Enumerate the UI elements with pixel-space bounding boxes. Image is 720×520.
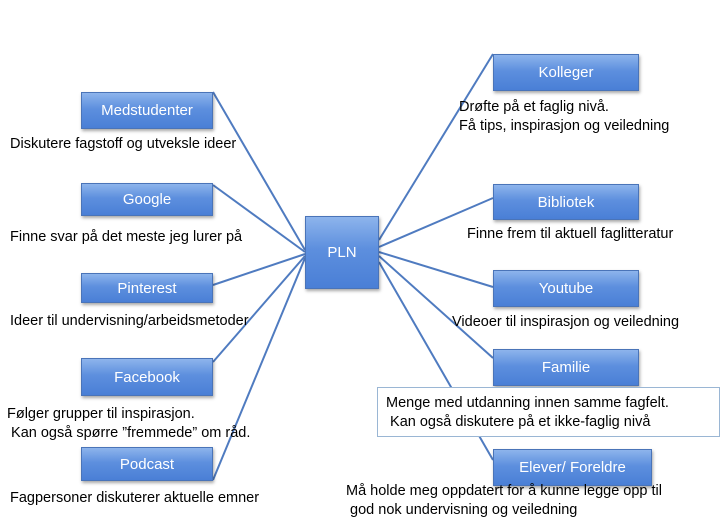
connector-podcast bbox=[212, 257, 306, 481]
description-google: Finne svar på det meste jeg lurer på bbox=[10, 228, 242, 247]
node-label: Google bbox=[122, 191, 172, 208]
description-line: Drøfte på et faglig nivå. bbox=[459, 99, 609, 115]
connector-familie bbox=[378, 255, 494, 359]
description-medstudenter: Diskutere fagstoff og utveksle ideer bbox=[10, 135, 236, 154]
description-line: Få tips, inspirasjon og veiledning bbox=[459, 118, 670, 134]
node-kolleger: Kolleger bbox=[493, 54, 639, 91]
description-line: Menge med utdanning innen samme fagfelt. bbox=[386, 395, 669, 411]
description-line: Diskutere fagstoff og utveksle ideer bbox=[10, 136, 237, 152]
node-elever-foreldre: Elever/ Foreldre bbox=[493, 449, 652, 486]
node-label: Facebook bbox=[114, 368, 180, 386]
description-line: god nok undervisning og veiledning bbox=[346, 502, 578, 518]
node-familie: Familie bbox=[493, 349, 639, 386]
center-node-pln: PLN bbox=[305, 216, 379, 289]
description-line: Finne svar på det meste jeg lurer på bbox=[10, 229, 243, 245]
description-familie: Menge med utdanning innen samme fagfelt.… bbox=[377, 387, 720, 437]
description-line: Kan også spørre ”fremmede” om råd. bbox=[7, 425, 251, 441]
description-line: Følger grupper til inspirasjon. bbox=[7, 406, 195, 422]
center-node-label: PLN bbox=[327, 244, 357, 261]
description-line: Ideer til undervisning/arbeidsmetoder bbox=[10, 313, 249, 329]
node-label: Kolleger bbox=[538, 64, 594, 81]
node-label: Elever/ Foreldre bbox=[519, 459, 626, 476]
node-label: Familie bbox=[541, 359, 591, 376]
connector-kolleger bbox=[378, 53, 494, 241]
node-medstudenter: Medstudenter bbox=[81, 92, 213, 129]
node-pinterest: Pinterest bbox=[81, 273, 213, 303]
connector-youtube bbox=[378, 251, 494, 288]
node-label: Youtube bbox=[538, 280, 594, 297]
node-label: Medstudenter bbox=[101, 102, 193, 119]
description-line: Kan også diskutere på et ikke-faglig niv… bbox=[386, 414, 651, 430]
description-elever-foreldre: Må holde meg oppdatert for å kunne legge… bbox=[346, 482, 662, 520]
node-google: Google bbox=[81, 183, 213, 216]
description-line: Finne frem til aktuell faglitteratur bbox=[467, 226, 674, 242]
node-podcast: Podcast bbox=[81, 447, 213, 481]
connector-facebook bbox=[212, 255, 306, 363]
connector-medstudenter bbox=[212, 91, 306, 251]
connector-pinterest bbox=[212, 253, 306, 286]
node-bibliotek: Bibliotek bbox=[493, 184, 639, 220]
description-line: Fagpersoner diskuterer aktuelle emner bbox=[10, 490, 260, 506]
description-line: Videoer til inspirasjon og veiledning bbox=[452, 314, 680, 330]
description-bibliotek: Finne frem til aktuell faglitteratur bbox=[467, 225, 673, 244]
node-facebook: Facebook bbox=[81, 358, 213, 396]
connector-google bbox=[212, 184, 306, 253]
description-pinterest: Ideer til undervisning/arbeidsmetoder bbox=[10, 312, 249, 331]
description-line: Må holde meg oppdatert for å kunne legge… bbox=[346, 483, 662, 499]
connector-bibliotek bbox=[378, 197, 494, 248]
description-kolleger: Drøfte på et faglig nivå. Få tips, inspi… bbox=[459, 98, 669, 136]
description-podcast: Fagpersoner diskuterer aktuelle emner bbox=[10, 489, 259, 508]
node-label: Pinterest bbox=[117, 279, 177, 297]
description-youtube: Videoer til inspirasjon og veiledning bbox=[452, 313, 679, 332]
node-youtube: Youtube bbox=[493, 270, 639, 307]
description-facebook: Følger grupper til inspirasjon. Kan også… bbox=[7, 405, 250, 443]
node-label: Bibliotek bbox=[537, 193, 595, 211]
node-label: Podcast bbox=[119, 455, 175, 473]
